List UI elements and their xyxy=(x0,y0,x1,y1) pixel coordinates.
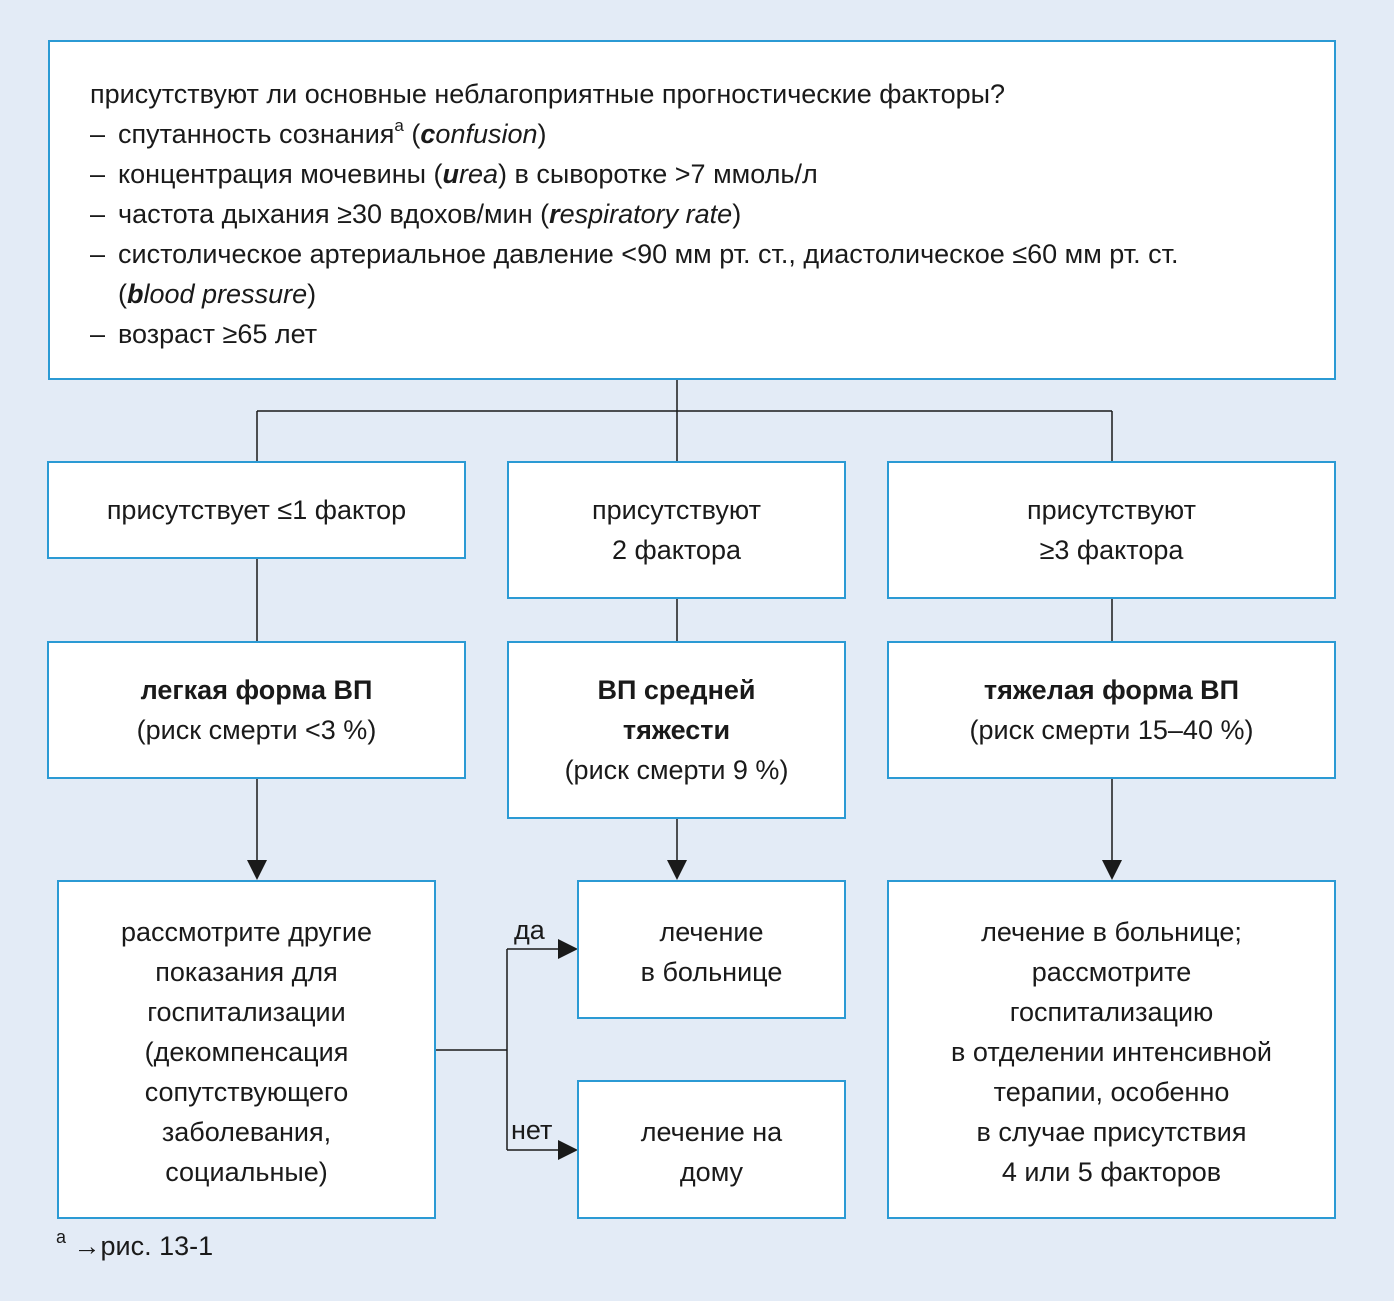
factor-box-2: присутствуют 2 фактора xyxy=(507,461,846,599)
arrowhead-left xyxy=(247,860,267,880)
severity-box-moderate: ВП средней тяжести (риск смерти 9 %) xyxy=(507,641,846,819)
arrowhead-yes xyxy=(558,939,578,959)
footnote: a →рис. 13-1 xyxy=(56,1227,214,1261)
outcome-box-hospital-treatment: лечение в больнице xyxy=(577,880,846,1019)
factor-item-blood-pressure: –систолическое артериальное давление <90… xyxy=(90,239,1179,269)
factor-item-confusion: –спутанность сознанияa (confusion) xyxy=(90,116,547,149)
severity-box-mild: легкая форма ВП (риск смерти <3 %) xyxy=(47,641,466,779)
factor-item-respiratory-rate: –частота дыхания ≥30 вдохов/мин (respira… xyxy=(90,199,742,229)
arrowhead-right xyxy=(1102,860,1122,880)
factor-item-urea: –концентрация мочевины (urea) в сыворотк… xyxy=(90,159,818,189)
factor-box-le1: присутствует ≤1 фактор xyxy=(47,461,466,559)
prognostic-question: присутствуют ли основные неблагоприятные… xyxy=(90,79,1006,109)
factor-box-ge3: присутствуют ≥3 фактора xyxy=(887,461,1336,599)
branch-label-no: нет xyxy=(511,1115,553,1145)
severity-box-severe: тяжелая форма ВП (риск смерти 15–40 %) xyxy=(887,641,1336,779)
factor-item-blood-pressure-continued: (blood pressure) xyxy=(118,279,317,309)
branch-label-yes: да xyxy=(514,915,545,945)
arrowhead-no xyxy=(558,1140,578,1160)
factor-item-age: –возраст ≥65 лет xyxy=(90,319,318,349)
outcome-box-home-treatment: лечение на дому xyxy=(577,1080,846,1219)
prognostic-factors-box: присутствуют ли основные неблагоприятные… xyxy=(48,40,1336,380)
outcome-box-consider-hospitalization: рассмотрите другие показания для госпита… xyxy=(57,880,436,1219)
arrowhead-middle xyxy=(667,860,687,880)
outcome-box-intensive-care: лечение в больнице; рассмотрите госпитал… xyxy=(887,880,1336,1219)
